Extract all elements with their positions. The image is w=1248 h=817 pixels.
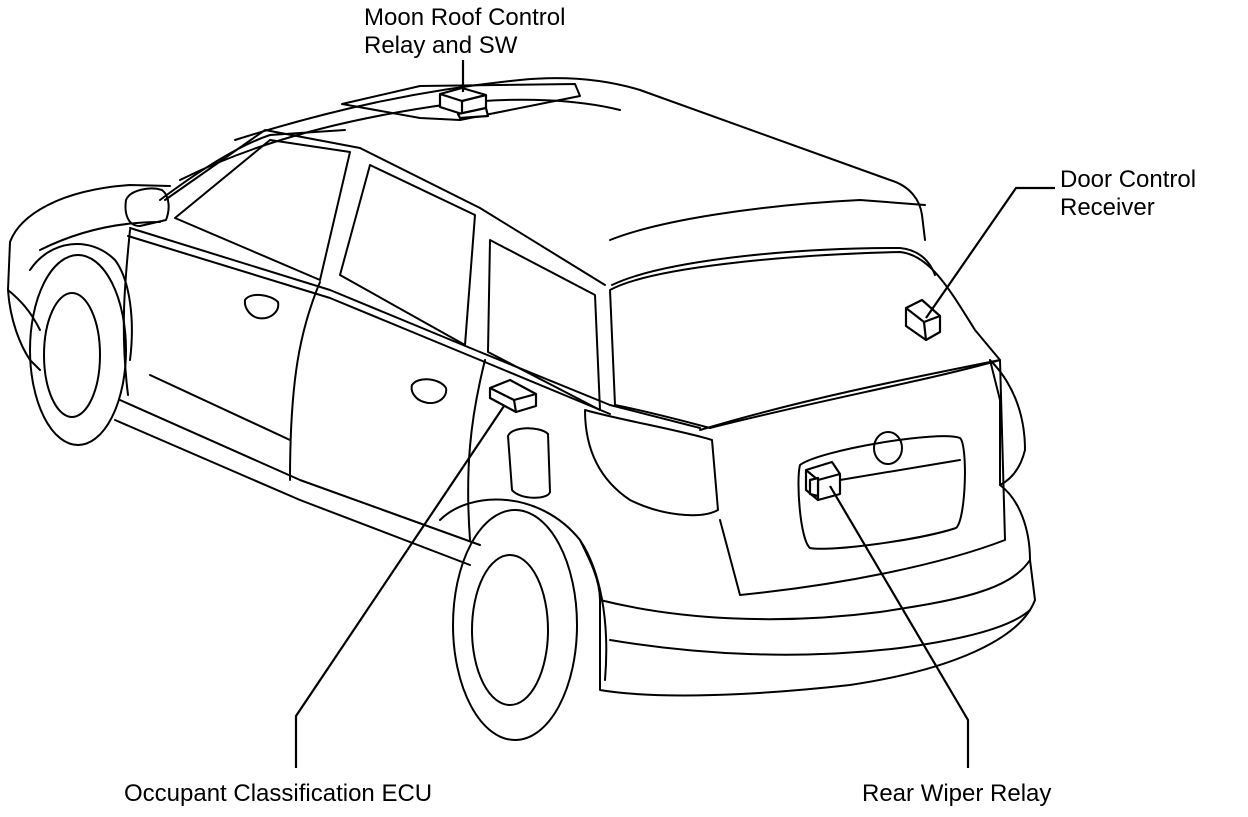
- moon-roof-control-relay-label: Moon Roof Control Relay and SW: [364, 4, 565, 60]
- belt-line-lower: [127, 235, 611, 415]
- door-control-leader-line: [925, 186, 1055, 319]
- hood-outline: [9, 184, 171, 243]
- license-plate-recess: [797, 435, 966, 550]
- door-control-receiver-label: Door Control Receiver: [1060, 166, 1196, 222]
- hood-line: [39, 221, 161, 251]
- rear-garnish: [839, 459, 961, 481]
- occupant-classification-ecu-label: Occupant Classification ECU: [124, 780, 433, 807]
- door-control-label-line1: Door Control: [1060, 166, 1197, 193]
- rear-wheel-outer: [452, 509, 578, 741]
- rear-roof-edge: [609, 199, 926, 241]
- side-character-line: [149, 374, 291, 441]
- rear-wiper-relay-label: Rear Wiper Relay: [862, 780, 1052, 807]
- roof-outline: [234, 77, 926, 241]
- windshield-edge: [159, 129, 346, 201]
- side-mirror: [124, 187, 170, 227]
- front-wheel-outer: [29, 254, 127, 446]
- sunroof-panel: [341, 83, 581, 121]
- moon-roof-control-relay: [438, 86, 490, 120]
- rear-door-window: [339, 164, 476, 346]
- rear-spoiler: [611, 247, 936, 286]
- tail-lamp-right: [989, 359, 1026, 486]
- rear-bumper-line: [609, 609, 1031, 656]
- moon-roof-label-line2: Relay and SW: [364, 32, 518, 59]
- vehicle-line-drawing: [7, 77, 1036, 741]
- front-window: [174, 139, 351, 281]
- rear-wiper-leader-line: [829, 485, 970, 768]
- door-control-label-line2: Receiver: [1060, 194, 1155, 221]
- belt-line: [129, 227, 701, 429]
- window-frame-top: [164, 129, 606, 286]
- rocker-panel-lower: [114, 419, 471, 566]
- rear-glass: [609, 251, 1001, 429]
- front-wheel-arch: [29, 243, 133, 361]
- tail-lamp-left: [584, 409, 719, 517]
- front-lower: [7, 289, 41, 331]
- rear-corner: [999, 484, 1031, 561]
- rear-quarter-lower: [579, 539, 601, 601]
- front-door-handle: [243, 294, 280, 320]
- fuel-door: [507, 427, 551, 499]
- occupant-classification-ecu: [488, 378, 538, 414]
- rear-emblem: [873, 431, 903, 465]
- rear-door-seam: [467, 359, 486, 541]
- fender-seam: [122, 229, 131, 396]
- front-wheel-inner: [43, 292, 101, 418]
- rocker-panel: [119, 399, 481, 546]
- rear-wheel-inner: [471, 554, 549, 706]
- hatch-outline: [699, 359, 1006, 596]
- rear-bumper: [599, 559, 1036, 697]
- occupant-ecu-leader-line: [294, 405, 505, 768]
- moon-roof-label-line1: Moon Roof Control: [364, 4, 566, 31]
- front-door-seam: [289, 281, 321, 481]
- rear-wheel-arch: [439, 498, 608, 681]
- rear-door-handle: [410, 378, 448, 404]
